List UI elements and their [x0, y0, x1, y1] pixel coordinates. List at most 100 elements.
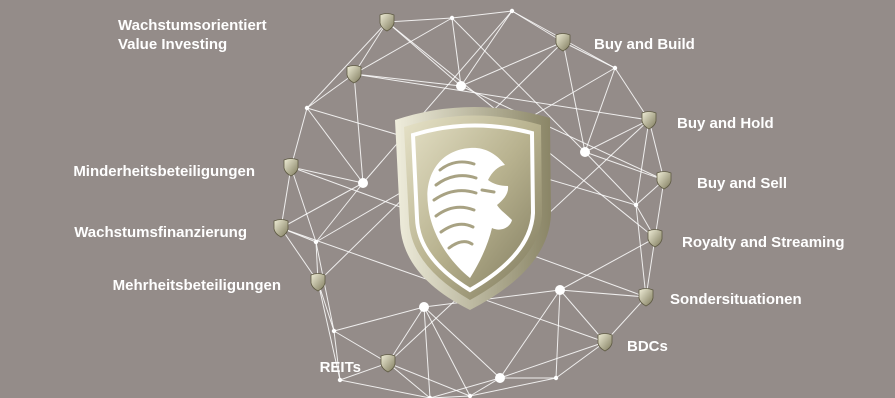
network-edge: [648, 119, 665, 181]
network-edge: [353, 73, 364, 184]
network-edge: [654, 179, 665, 239]
network-edge: [306, 21, 388, 109]
network-edge: [353, 73, 462, 87]
label-wachstumsfinanzierung: Wachstumsfinanzierung: [74, 224, 247, 241]
network-dot: [313, 239, 319, 245]
network-edge: [451, 17, 462, 87]
network-edge: [559, 237, 656, 291]
network-edge: [645, 237, 656, 298]
network-edge: [280, 182, 364, 229]
network-edge: [362, 10, 513, 184]
label-royalty-and-streaming: Royalty and Streaming: [682, 234, 845, 251]
network-edge: [555, 289, 561, 379]
network-dot: [612, 65, 618, 71]
network-dot: [555, 285, 565, 295]
network-edge: [423, 306, 501, 379]
shield-badge-icon: [647, 229, 663, 248]
shield-badge-icon: [656, 171, 672, 190]
network-edge: [339, 362, 389, 381]
network-edge: [387, 362, 471, 397]
network-edge: [451, 17, 586, 153]
network-edge: [423, 306, 471, 397]
network-dot: [337, 377, 343, 383]
label-buy-and-hold: Buy and Hold: [677, 115, 774, 132]
network-edge: [387, 306, 425, 364]
network-dot: [419, 302, 429, 312]
network-edge: [584, 151, 637, 206]
network-edge: [290, 166, 364, 184]
network-edge: [635, 204, 647, 298]
network-edge: [317, 281, 341, 381]
network-dot: [580, 147, 590, 157]
network-edge: [333, 306, 425, 332]
network-dot: [304, 105, 310, 111]
shield-badge-icon: [283, 158, 299, 177]
network-edge: [333, 330, 389, 364]
network-dots: [304, 8, 639, 398]
network-edge: [460, 41, 564, 87]
shield-badge-icon: [346, 65, 362, 84]
network-dot: [331, 328, 337, 334]
shield-badge-icon: [380, 354, 396, 373]
shield-badge-icon: [310, 273, 326, 292]
network-edge: [499, 289, 561, 379]
network-edge: [386, 17, 453, 23]
network-edge: [429, 377, 501, 398]
network-dot: [495, 373, 505, 383]
network-edge: [614, 67, 650, 121]
network-edge: [290, 107, 308, 168]
shield-badge-icon: [641, 111, 657, 130]
network-edge: [584, 67, 616, 153]
network-edge: [353, 21, 388, 75]
network-edges: [280, 10, 665, 398]
network-edge: [559, 289, 606, 343]
network-dot: [633, 202, 639, 208]
shield-badge-icon: [379, 13, 395, 32]
network-dot: [467, 393, 473, 398]
network-dot: [427, 395, 433, 398]
network-edge: [280, 166, 292, 229]
network-edge: [584, 119, 650, 153]
network-edge: [315, 182, 364, 243]
label-mehrheitsbeteiligungen: Mehrheitsbeteiligungen: [112, 277, 281, 294]
network-edge: [306, 107, 364, 184]
network-edge: [353, 73, 650, 121]
label-buy-and-sell: Buy and Sell: [697, 175, 788, 192]
network-edge: [584, 151, 665, 181]
network-edge: [635, 119, 650, 206]
network-edge: [423, 306, 431, 398]
node-badges: [273, 13, 672, 373]
shield-badge-icon: [597, 333, 613, 352]
shield-badge-icon: [638, 288, 654, 307]
network-dot: [358, 178, 368, 188]
label-wachstumsorientiert-value-investing: Wachstumsorientiert Value Investing: [118, 17, 267, 53]
network-edge: [387, 362, 431, 398]
network-dot: [553, 375, 559, 381]
network-edge: [386, 21, 462, 87]
network-edge: [469, 377, 501, 397]
shield-badge-icon: [555, 33, 571, 52]
label-reits: REITs: [319, 359, 361, 376]
network-edge: [555, 341, 606, 379]
network-edge: [339, 379, 431, 398]
network-edge: [423, 289, 561, 308]
network-edge: [559, 289, 647, 298]
label-sondersituationen: Sondersituationen: [670, 291, 802, 308]
network-edge: [499, 341, 606, 379]
network-edge: [460, 10, 513, 87]
network-edge: [451, 10, 513, 19]
lion-shield-emblem: [395, 106, 551, 311]
network-dot: [509, 8, 515, 14]
network-edge: [469, 377, 557, 397]
network-edge: [562, 41, 586, 153]
network-edge: [280, 227, 319, 283]
network-edge: [353, 17, 453, 75]
network-dot: [449, 15, 455, 21]
network-edge: [333, 330, 341, 381]
network-edge: [317, 281, 335, 332]
label-buy-and-build: Buy and Build: [594, 36, 695, 53]
shield-badge-icon: [273, 219, 289, 238]
network-dot: [456, 81, 466, 91]
